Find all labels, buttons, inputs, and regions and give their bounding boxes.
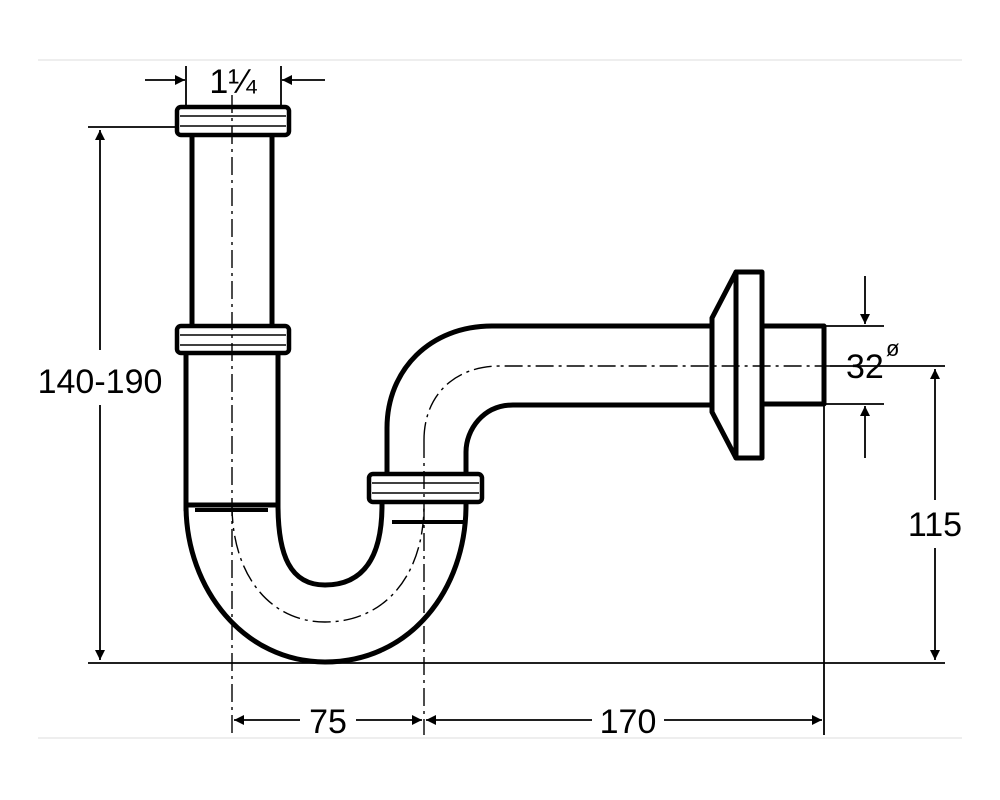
trap-pipe [174, 104, 827, 665]
inlet-size-label: 1¼ [209, 63, 257, 101]
outlet-nut [366, 471, 485, 505]
outlet-diameter-label: 32 [846, 348, 884, 386]
centerline-bend [231, 504, 425, 623]
trap-width-label: 75 [309, 703, 347, 741]
outlet-height-label: 115 [908, 506, 962, 544]
middle-nut [174, 323, 292, 356]
wall-rosette-flange [733, 269, 765, 461]
wall-rosette-cone [709, 269, 739, 461]
dimensions [88, 66, 945, 735]
height-label: 140-190 [38, 363, 163, 401]
u-bend [183, 495, 469, 665]
outlet-diameter-symbol: ø [886, 336, 899, 361]
outlet-spigot [759, 323, 827, 407]
labels: 1¼ 140-190 32 ø 115 75 170 [38, 63, 963, 741]
center-lines [231, 95, 945, 735]
outlet-elbow [384, 323, 715, 483]
centerline-elbow [423, 365, 830, 441]
top-nut [174, 104, 292, 138]
wall-distance-label: 170 [600, 703, 657, 741]
